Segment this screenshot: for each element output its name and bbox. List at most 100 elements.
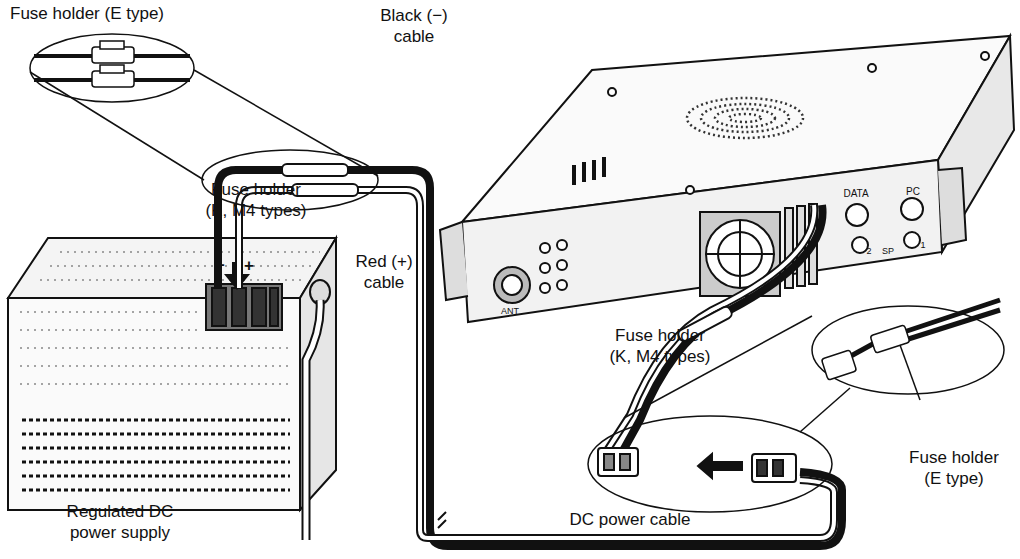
screws xyxy=(608,52,989,194)
callout-label: Fuse holder (E type) xyxy=(10,4,240,25)
grille-ring xyxy=(715,109,775,127)
polarity-mark: − xyxy=(210,256,230,277)
grille-ring xyxy=(687,98,803,138)
transceiver xyxy=(440,36,1014,322)
leader-line xyxy=(900,345,920,400)
polarity-mark: + xyxy=(239,256,259,277)
vent-slots xyxy=(22,420,290,490)
left-handle xyxy=(440,222,468,300)
break-mark xyxy=(438,512,446,528)
vent xyxy=(592,160,596,180)
grille-ring xyxy=(701,104,789,132)
red-cable xyxy=(239,190,428,538)
right-handle xyxy=(938,168,966,245)
plug-pin xyxy=(757,460,767,476)
ac-cord-line xyxy=(306,300,320,540)
radio-side xyxy=(938,36,1014,252)
pc-jack xyxy=(901,198,923,220)
hole xyxy=(557,240,567,250)
dot-row xyxy=(20,329,200,331)
panel-marking: DATA xyxy=(834,188,878,200)
dot-row xyxy=(20,311,200,313)
terminal xyxy=(212,288,226,326)
callout-label: Fuse holder (E type) xyxy=(902,448,1006,489)
ant-core xyxy=(502,275,522,295)
plug-pin xyxy=(773,460,783,476)
panel-marking: PC xyxy=(898,186,928,198)
cable-label: Red (+) cable xyxy=(348,252,420,293)
sp-jack xyxy=(904,232,920,248)
terminal-base xyxy=(206,284,282,330)
ant-nut xyxy=(494,267,530,303)
mate-arrow-head xyxy=(698,454,712,478)
terminal xyxy=(270,288,278,326)
red-cable-core xyxy=(239,190,428,538)
fuse-holder-e xyxy=(870,325,910,353)
hole xyxy=(557,260,567,270)
terminal xyxy=(232,288,246,326)
terminal xyxy=(252,288,266,326)
vent xyxy=(582,162,586,182)
connector xyxy=(821,350,856,380)
radio-plug xyxy=(598,448,638,476)
panel-marking: 2 xyxy=(862,246,876,257)
vent xyxy=(602,157,606,177)
black-cable xyxy=(218,170,842,546)
callout-e-type-top xyxy=(30,34,378,210)
screw xyxy=(608,88,616,96)
data-jack xyxy=(846,204,868,226)
callout-ellipse xyxy=(30,34,194,102)
vent-slot xyxy=(22,419,290,422)
dot-row xyxy=(20,365,290,367)
screw xyxy=(981,52,989,60)
cable-label: DC power cable xyxy=(530,510,730,531)
supply-top-dots xyxy=(20,252,320,384)
plug-pin xyxy=(604,454,614,470)
callout-ellipse xyxy=(588,416,832,512)
vent-slot xyxy=(22,447,290,450)
rear-jacks xyxy=(846,198,923,253)
dot-row xyxy=(20,383,290,385)
hole xyxy=(557,280,567,290)
screw xyxy=(686,186,694,194)
dot-row xyxy=(60,251,320,253)
dot-row xyxy=(40,279,305,281)
vent-slot xyxy=(22,489,290,492)
fuse-cap xyxy=(100,65,124,73)
leader-line xyxy=(800,388,850,432)
dc-cables xyxy=(218,164,842,546)
left-holes xyxy=(540,240,567,293)
leader-line xyxy=(30,72,204,180)
panel-marking: 1 xyxy=(916,240,930,251)
callout-ellipse xyxy=(812,306,1004,394)
red-cable xyxy=(428,480,834,538)
panel-marking: SP xyxy=(876,246,900,257)
radio-rear-panel xyxy=(462,160,942,322)
dot-row xyxy=(20,347,290,349)
vent-slot xyxy=(22,475,290,478)
fuse-cap xyxy=(100,41,124,49)
fuse-holder-k xyxy=(292,184,358,196)
callout-label: Fuse holder (K, M4 types) xyxy=(604,326,716,367)
hole xyxy=(540,263,550,273)
device-label: Regulated DC power supply xyxy=(58,502,182,543)
vent-slot xyxy=(22,461,290,464)
side-vents xyxy=(574,157,604,185)
fuse-holder-k xyxy=(282,164,348,176)
ant-connector xyxy=(494,267,530,303)
vent xyxy=(572,165,576,185)
speaker-grille xyxy=(687,98,803,138)
callout-label: Fuse holder (K, M4 types) xyxy=(200,180,312,221)
ac-cord xyxy=(306,280,330,540)
ac-cord-line xyxy=(306,300,320,540)
cable-label: Black (−) cable xyxy=(374,6,454,47)
dot-row xyxy=(50,265,312,267)
plug-pin xyxy=(620,454,630,470)
connector-pair xyxy=(598,448,796,482)
mate-arrow-shaft xyxy=(712,462,742,470)
grille-ring xyxy=(729,114,761,122)
terminal-block xyxy=(206,284,282,330)
power-supply xyxy=(8,238,336,540)
panel-marking: ANT xyxy=(490,306,530,317)
